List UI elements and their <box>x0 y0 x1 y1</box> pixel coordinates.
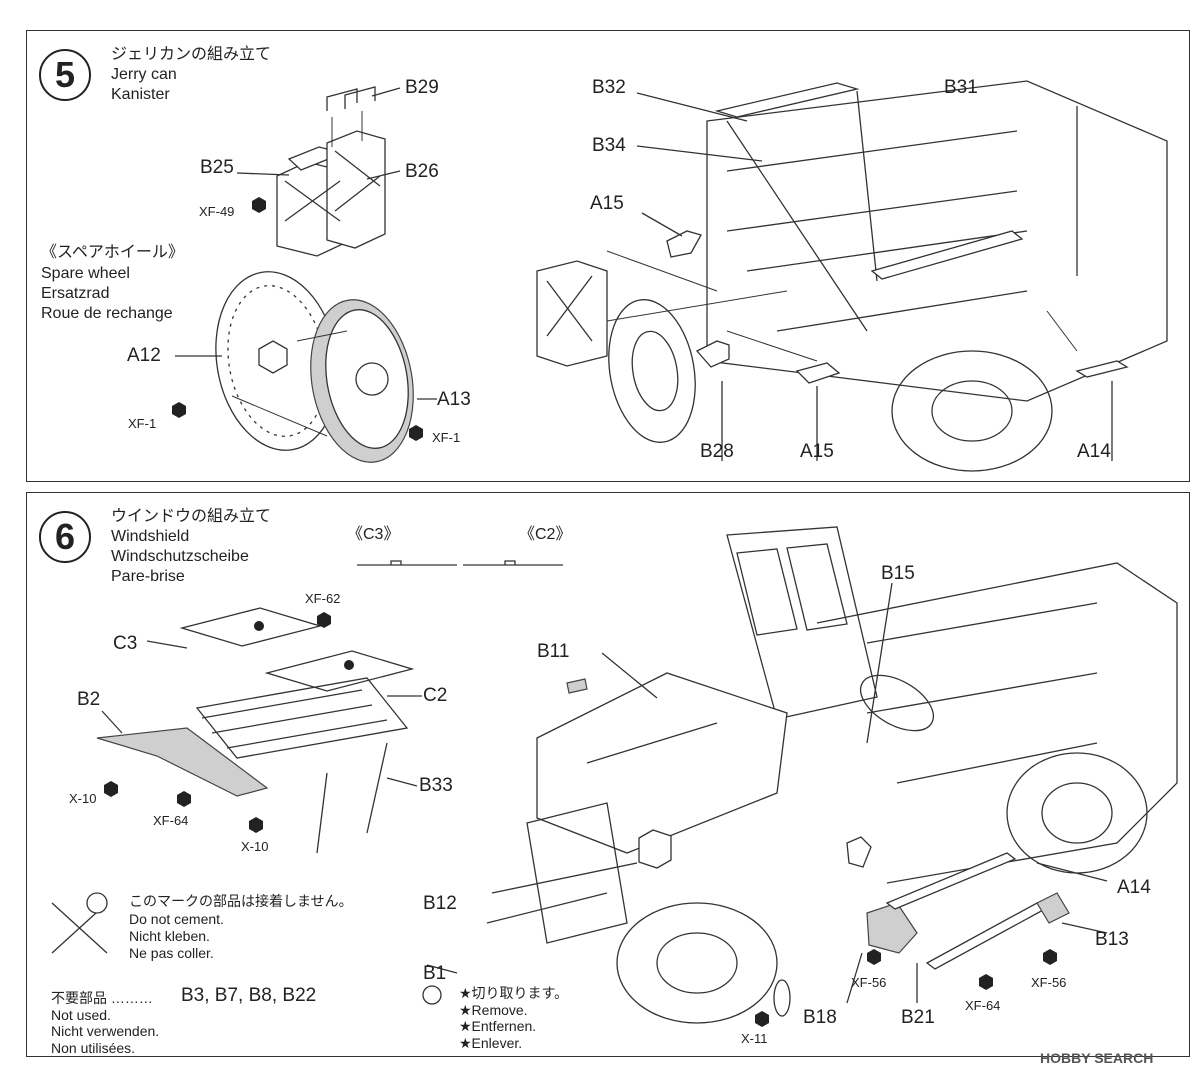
paint-label-xf1-right: XF-1 <box>432 430 461 445</box>
nocement-de: Nicht kleben. <box>129 928 210 944</box>
part-label-b31: B31 <box>944 77 978 98</box>
part-label-a12: A12 <box>127 345 161 366</box>
remove-en: ★Remove. <box>459 1002 528 1018</box>
part-label-b32: B32 <box>592 77 626 98</box>
spare-title-en: Spare wheel <box>41 265 130 282</box>
part-label-b2: B2 <box>77 689 101 710</box>
step-5-drawing <box>172 80 1168 472</box>
tag-c3: 《C3》 <box>347 526 400 543</box>
step-title-de: Kanister <box>111 86 170 103</box>
unused-de: Nicht verwenden. <box>51 1023 160 1039</box>
part-label-b33: B33 <box>419 775 453 796</box>
part-label-a13: A13 <box>437 389 471 410</box>
spare-title-ja: 《スペアホイール》 <box>41 244 184 261</box>
jeep-rear-drawing <box>536 80 1168 472</box>
step-title-ja: ウインドウの組み立て <box>111 508 272 525</box>
unused-parts: B3, B7, B8, B22 <box>181 985 317 1006</box>
paint-label-x10-left: X-10 <box>69 791 97 806</box>
part-label-c3: C3 <box>113 633 138 654</box>
part-label-b21: B21 <box>901 1007 935 1028</box>
part-label-b1: B1 <box>423 963 447 984</box>
step-5-panel: 5 ジェリカンの組み立て Jerry can Kanister 《スペアホイール… <box>26 30 1190 482</box>
part-label-b15: B15 <box>881 563 915 584</box>
step-6-drawing <box>51 526 1178 1027</box>
part-label-b18: B18 <box>803 1007 837 1028</box>
remove-de: ★Entfernen. <box>459 1018 537 1034</box>
unused-ja: 不要部品 ……… <box>51 990 153 1006</box>
watermark: HOBBY SEARCH <box>1040 1050 1154 1066</box>
spare-title-fr: Roue de rechange <box>41 305 173 322</box>
step-6-panel: 6 ウインドウの組み立て Windshield Windschutzscheib… <box>26 492 1190 1057</box>
step-title-en: Windshield <box>111 528 190 545</box>
part-label-b13: B13 <box>1095 929 1129 950</box>
paint-label-xf64-right: XF-64 <box>965 998 1001 1013</box>
part-label-b25: B25 <box>200 157 234 178</box>
step-title-ja: ジェリカンの組み立て <box>111 46 272 63</box>
paint-label-xf1-left: XF-1 <box>128 416 157 431</box>
no-cement-mark-icon <box>51 892 108 954</box>
remove-fr: ★Enlever. <box>459 1035 523 1051</box>
step-number: 5 <box>39 49 91 101</box>
step-title-de: Windschutzscheibe <box>111 548 249 565</box>
paint-label-xf56-left: XF-56 <box>851 975 887 990</box>
step-title-en: Jerry can <box>111 66 177 83</box>
remove-ja: ★切り取ります。 <box>459 985 569 1001</box>
nocement-en: Do not cement. <box>129 911 224 927</box>
unused-fr: Non utilisées. <box>51 1040 136 1056</box>
windshield-frame-assembly <box>96 607 422 854</box>
paint-label-xf56-right: XF-56 <box>1031 975 1067 990</box>
paint-label-x11: X-11 <box>741 1031 768 1046</box>
step-title-fr: Pare-brise <box>111 568 185 585</box>
nocement-fr: Ne pas coller. <box>129 945 214 961</box>
glass-parts-detail <box>357 560 563 566</box>
tag-c2: 《C2》 <box>519 526 572 543</box>
part-label-b34: B34 <box>592 135 626 156</box>
spare-title-de: Ersatzrad <box>41 285 110 302</box>
jerry-can-assembly <box>236 86 401 257</box>
part-label-c2: C2 <box>423 685 448 706</box>
paint-label-xf64-left: XF-64 <box>153 813 189 828</box>
part-label-b12: B12 <box>423 893 457 914</box>
nocement-ja: このマークの部品は接着しません。 <box>129 893 353 909</box>
part-label-b11: B11 <box>537 641 570 662</box>
part-label-a15-bottom: A15 <box>800 441 834 462</box>
step-number: 6 <box>39 511 91 563</box>
part-label-b29: B29 <box>405 77 439 98</box>
jeep-front-drawing <box>422 526 1178 1027</box>
part-label-a14: A14 <box>1077 441 1111 462</box>
paint-label-x10-right: X-10 <box>241 839 269 854</box>
unused-en: Not used. <box>51 1007 111 1023</box>
spare-wheel-drawing <box>172 271 437 463</box>
part-label-a15-top: A15 <box>590 193 624 214</box>
part-label-a14: A14 <box>1117 877 1151 898</box>
paint-label-xf62: XF-62 <box>305 591 341 606</box>
part-label-b28: B28 <box>700 441 734 462</box>
paint-label-xf49: XF-49 <box>199 204 235 219</box>
part-label-b26: B26 <box>405 161 439 182</box>
